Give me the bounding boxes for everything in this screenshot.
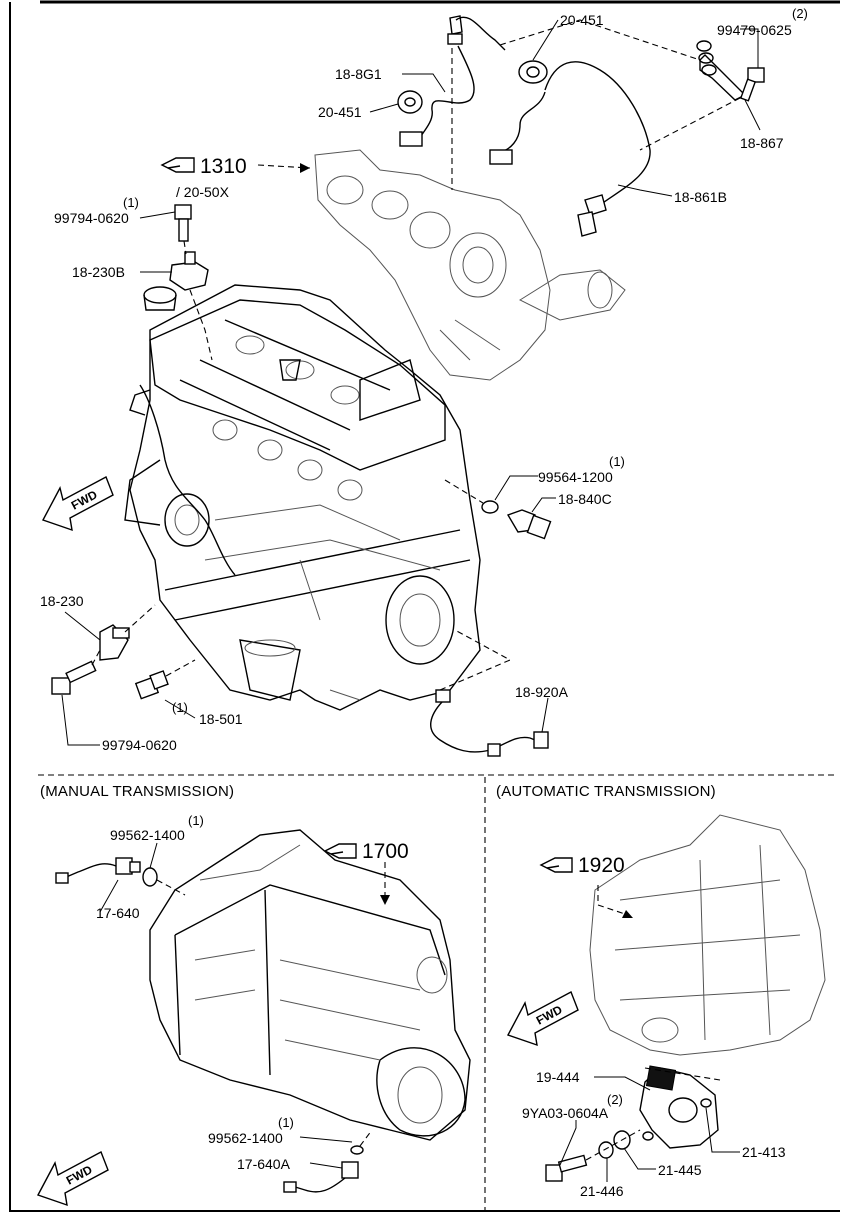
coolant-temp-sensor-18-840C [444,479,552,540]
exhaust-dashed-guides [451,19,741,190]
label-18-840C: 18-840C [558,491,612,507]
neutral-switch-17-640A [283,1129,373,1193]
transmission-range-switch-19-444 [639,1065,721,1149]
label-9ya03-qty: (2) [607,1092,623,1107]
label-20-451-top: 20-451 [560,12,604,28]
fwd-arrow-icon: FWD [41,476,114,532]
bolt-99479-0625 [739,67,765,102]
ref-1700: 1700 [362,840,409,863]
rear-oxygen-sensor [489,61,651,237]
diagram-frame [9,0,840,1212]
bolt-9YA03-0604A [545,1129,641,1182]
sensor-18-501 [134,659,196,700]
label-99564-qty: (1) [609,454,625,469]
section-title-automatic: (AUTOMATIC TRANSMISSION) [496,783,716,800]
front-oxygen-sensor [399,15,506,147]
bracket-18-867 [696,40,747,101]
gaskets-20-451 [397,60,548,114]
label-18-230: 18-230 [40,593,84,609]
label-18-8G1: 18-8G1 [335,66,382,82]
label-17-640A: 17-640A [237,1156,291,1172]
ref-1920: 1920 [578,854,625,877]
bolt-99794-0620-upper [174,204,192,255]
automatic-transmission-phantom [589,814,826,1056]
label-99562-a-qty: (1) [188,813,204,828]
reference-hand-icon [160,157,195,173]
label-18-920A: 18-920A [515,684,569,700]
leader-lines [61,19,761,1182]
label-21-413: 21-413 [742,1144,786,1160]
reference-hand-icon [323,843,357,859]
label-9YA03-0604A: 9YA03-0604A [522,1105,609,1121]
label-99794-0620-bottom: 99794-0620 [102,737,177,753]
label-21-446: 21-446 [580,1183,624,1199]
reference-arrows [257,163,633,918]
engine-wiring-harness [129,384,236,576]
reference-hand-icon [539,857,573,873]
label-18-230B: 18-230B [72,264,125,280]
label-18-501-qty: (1) [172,700,188,715]
label-99562-b-qty: (1) [278,1115,294,1130]
fwd-arrow-icon: FWD [506,991,579,1047]
label-99562-1400-a: 99562-1400 [110,827,185,843]
label-99794-top-qty: (1) [123,195,139,210]
label-18-501: 18-501 [199,711,243,727]
crankshaft-position-sensor-18-230 [99,604,156,661]
label-99479-qty: (2) [792,6,808,21]
manual-transmission-phantom [149,829,471,1141]
ref-1310-sub: / 20-50X [176,184,230,200]
ref-1310: 1310 [200,155,247,178]
section-title-manual: (MANUAL TRANSMISSION) [40,783,234,800]
label-99794-0620-top: 99794-0620 [54,210,129,226]
label-18-861B: 18-861B [674,189,727,205]
camshaft-position-sensor-18-230B [169,251,213,361]
fwd-arrow-icon: FWD [36,1151,109,1207]
label-20-451-left: 20-451 [318,104,362,120]
backup-lamp-switch-17-640 [55,857,186,896]
label-19-444: 19-444 [536,1069,580,1085]
exhaust-manifold-phantom [314,149,626,381]
label-17-640: 17-640 [96,905,140,921]
bolt-99794-0620-lower [51,649,101,695]
label-99562-1400-b: 99562-1400 [208,1130,283,1146]
label-99564-1200: 99564-1200 [538,469,613,485]
label-18-867: 18-867 [740,135,784,151]
label-99479-0625: 99479-0625 [717,22,792,38]
engine-block [124,284,481,711]
sensor-harness-18-920A [430,629,549,757]
label-21-445: 21-445 [658,1162,702,1178]
